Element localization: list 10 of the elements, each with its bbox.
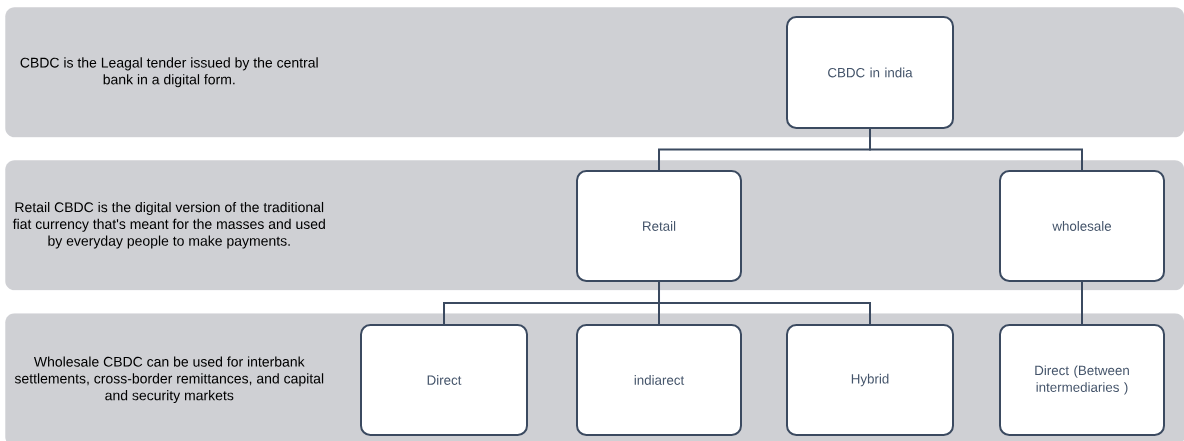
process-box: Retail [576, 170, 742, 282]
process-box: CBDC in india [786, 16, 954, 129]
process-box: Hybrid [786, 324, 954, 436]
connector [658, 281, 871, 325]
process-box: indiarect [576, 324, 742, 436]
connector [1081, 281, 1083, 325]
process-box: Direct (Between intermediaries ) [999, 324, 1165, 436]
process-box: wholesale [999, 170, 1165, 282]
connector [869, 128, 1083, 171]
process-box: Direct [360, 324, 528, 436]
